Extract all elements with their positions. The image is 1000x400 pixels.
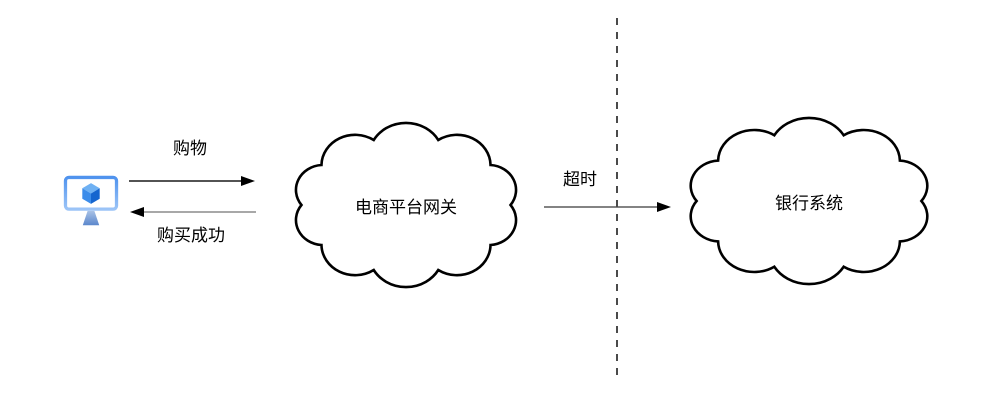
cloud-shape [680,115,938,287]
system-boundary-dashed-line [616,18,618,378]
request-label: 购物 [173,139,207,158]
cloud-shape [286,120,526,290]
gateway-cloud-node: 电商平台网关 [286,120,526,290]
response-label: 购买成功 [157,226,225,245]
timeout-label: 超时 [563,170,597,189]
bank-cloud-node: 银行系统 [680,115,938,287]
response-arrow [130,207,256,217]
gateway-label: 电商平台网关 [355,197,457,217]
bank-label: 银行系统 [775,193,843,213]
monitor-cube-icon [63,175,119,226]
timeout-arrow [544,202,671,212]
request-arrow [129,176,255,186]
